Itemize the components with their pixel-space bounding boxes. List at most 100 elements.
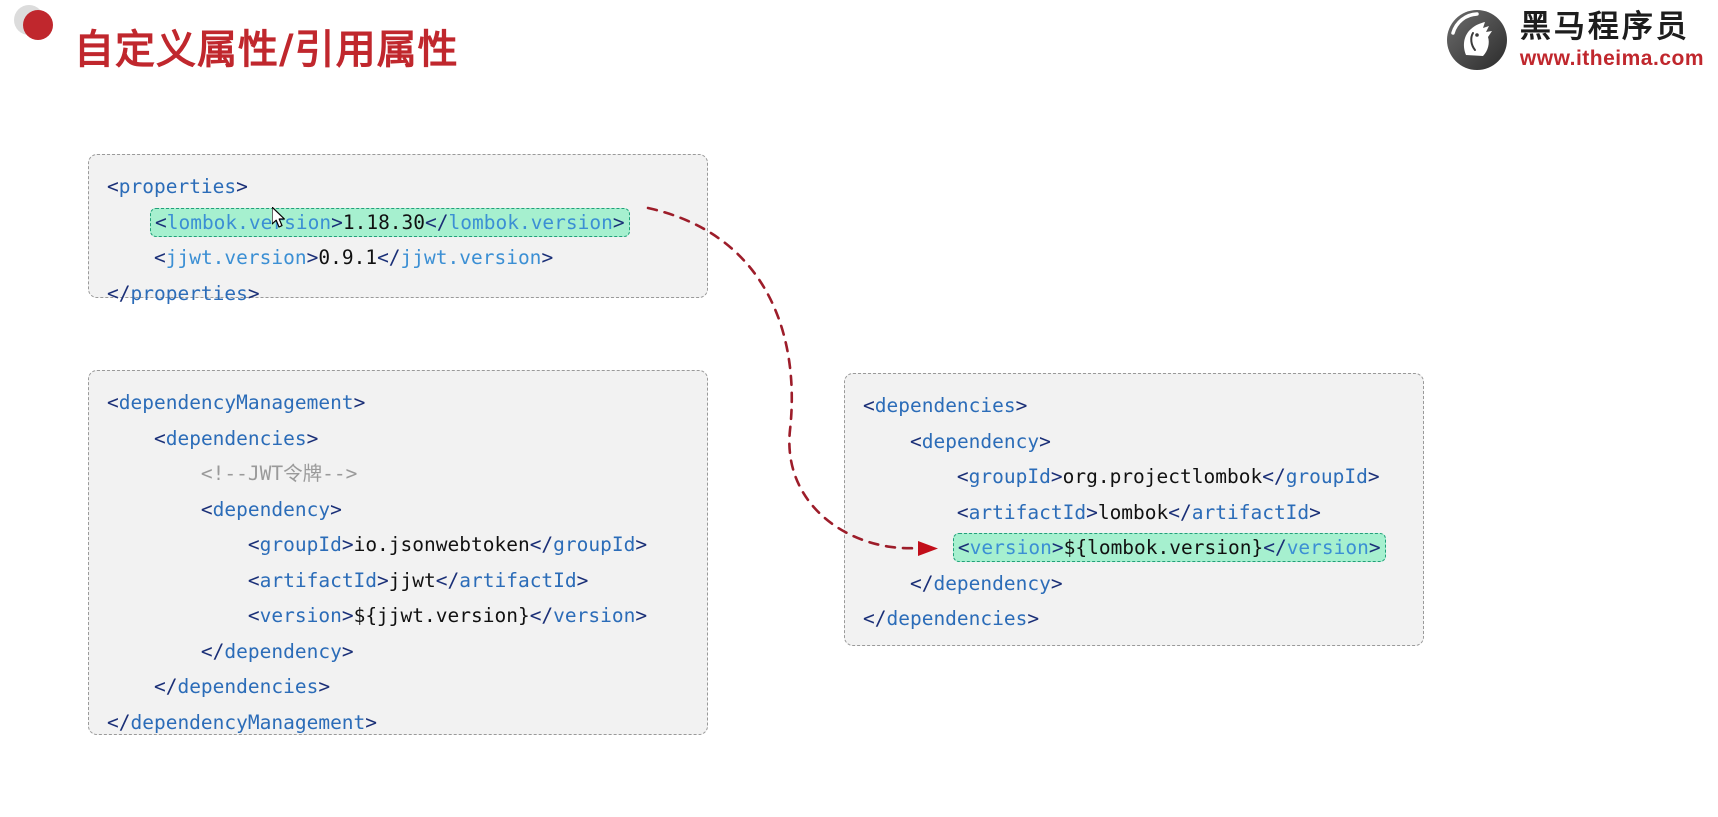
code-span: </dependencies> xyxy=(154,675,330,698)
code-token-br: > xyxy=(377,568,389,592)
code-span: <dependencies> xyxy=(154,427,318,450)
code-token-br: < xyxy=(107,391,119,414)
code-token-br: > xyxy=(365,710,378,734)
code-panel-dependencies[interactable]: <dependencies> <dependency> <groupId>org… xyxy=(844,373,1424,646)
code-span: <version>${jjwt.version}</version> xyxy=(248,604,647,627)
code-token-tagname: dependencies xyxy=(874,394,1016,417)
code-line: <artifactId>jjwt</artifactId> xyxy=(107,563,689,599)
horse-head-circle-icon xyxy=(1444,7,1510,73)
code-token-br: > xyxy=(306,246,319,269)
brand-logo: 黑马程序员 www.itheima.com xyxy=(1444,7,1704,73)
code-token-tagname: dependencyManagement xyxy=(130,710,366,734)
code-span: </dependencyManagement> xyxy=(107,711,377,734)
code-token-br: </ xyxy=(107,281,131,305)
code-line: </dependency> xyxy=(107,634,689,670)
mouse-pointer-icon xyxy=(271,206,288,231)
code-token-br: > xyxy=(331,210,343,234)
code-token-tagname-light: jjwt.version xyxy=(165,246,307,269)
code-span: </dependency> xyxy=(201,640,354,663)
brand-url: www.itheima.com xyxy=(1519,46,1704,70)
code-token-br: > xyxy=(1039,429,1051,453)
code-token-br: </ xyxy=(529,604,554,627)
code-token-br: </ xyxy=(529,533,554,556)
code-token-br: > xyxy=(1368,536,1381,559)
code-token-br: < xyxy=(956,465,969,488)
code-token-tagname: version xyxy=(259,604,342,627)
code-token-tagname: groupId xyxy=(553,533,636,556)
code-token-val: 0.9.1 xyxy=(318,246,378,269)
code-span: <properties> xyxy=(107,175,248,198)
code-line: </dependency> xyxy=(863,566,1405,602)
code-span: <dependency> xyxy=(201,498,342,521)
code-panel-dependency-management[interactable]: <dependencyManagement> <dependencies> <!… xyxy=(88,370,708,735)
code-line: <properties> xyxy=(107,169,689,205)
code-token-br: < xyxy=(154,210,167,234)
code-token-br: </ xyxy=(153,675,178,698)
code-token-br: > xyxy=(1051,536,1064,559)
code-token-tagname: version xyxy=(553,604,636,627)
code-token-br: > xyxy=(612,210,625,234)
code-line: <!--JWT令牌--> xyxy=(107,456,689,492)
code-token-br: > xyxy=(1050,465,1063,488)
code-span: </dependencies> xyxy=(863,607,1039,630)
code-token-tagname: groupId xyxy=(968,465,1051,488)
code-token-tagname: dependency xyxy=(933,571,1051,595)
code-token-br: < xyxy=(153,246,166,269)
code-token-br: > xyxy=(1367,465,1380,488)
code-token-val: ${jjwt.version} xyxy=(353,604,530,627)
code-token-tagname: artifactId xyxy=(459,568,577,592)
code-token-br: </ xyxy=(200,639,225,663)
code-line: </dependencies> xyxy=(863,601,1405,637)
code-token-br: > xyxy=(306,426,319,450)
code-span: <dependencies> xyxy=(863,394,1027,417)
code-line: <dependency> xyxy=(107,492,689,528)
code-token-br: </ xyxy=(377,246,401,269)
code-line: </dependencyManagement> xyxy=(107,705,689,741)
code-token-br: < xyxy=(247,568,260,592)
code-token-tagname: dependencies xyxy=(165,426,307,450)
code-token-tagname-light: jjwt.version xyxy=(400,246,542,269)
code-token-tagname: dependencies xyxy=(886,607,1028,630)
highlighted-code-span[interactable]: <lombok.version>1.18.30</lombok.version> xyxy=(149,207,630,237)
code-line: <groupId>io.jsonwebtoken</groupId> xyxy=(107,527,689,563)
code-token-br: < xyxy=(247,533,260,556)
code-line: </dependencies> xyxy=(107,669,689,705)
code-token-br: > xyxy=(576,568,589,592)
code-token-tagname: properties xyxy=(130,281,248,305)
code-token-tagname: artifactId xyxy=(259,568,378,592)
code-token-tagname-light: lombok.version xyxy=(448,210,613,234)
code-token-br: < xyxy=(153,426,166,450)
code-token-tagname: artifactId xyxy=(1191,500,1310,524)
code-span: <dependency> xyxy=(910,430,1051,453)
code-token-br: </ xyxy=(1263,536,1287,559)
code-token-br: > xyxy=(1015,394,1028,417)
code-token-tagname-light: lombok.version xyxy=(166,210,332,234)
brand-name-cn: 黑马程序员 xyxy=(1519,8,1690,45)
code-token-br: < xyxy=(107,175,119,198)
code-span: <jjwt.version>0.9.1</jjwt.version> xyxy=(154,246,553,269)
code-line: <dependencies> xyxy=(107,421,689,457)
code-line: <lombok.version>1.18.30</lombok.version> xyxy=(107,205,689,241)
code-token-br: > xyxy=(1309,500,1321,524)
page-title: 自定义属性/引用属性 xyxy=(74,27,459,73)
code-token-tagname-light: version xyxy=(1286,536,1369,559)
code-token-val: org.projectlombok xyxy=(1062,465,1263,488)
code-span: <groupId>io.jsonwebtoken</groupId> xyxy=(248,533,647,556)
code-token-tagname: dependencyManagement xyxy=(118,391,354,414)
code-token-br: > xyxy=(1027,607,1040,630)
code-panel-properties[interactable]: <properties> <lombok.version>1.18.30</lo… xyxy=(88,154,708,305)
code-span: <!--JWT令牌--> xyxy=(201,462,357,485)
code-token-val: 1.18.30 xyxy=(342,210,426,234)
code-token-val: jjwt xyxy=(388,568,436,592)
highlighted-code-span[interactable]: <version>${lombok.version}</version> xyxy=(952,533,1386,562)
code-token-br: < xyxy=(909,429,922,453)
code-token-br: > xyxy=(541,246,554,269)
code-line: <dependencies> xyxy=(863,388,1405,424)
code-line: <jjwt.version>0.9.1</jjwt.version> xyxy=(107,240,689,276)
header-bar: 自定义属性/引用属性 黑马程序员 www.itheima.com xyxy=(0,0,1718,95)
code-token-br: > xyxy=(341,533,354,556)
decorative-dot-red xyxy=(23,10,53,40)
code-token-br: > xyxy=(341,639,354,663)
code-token-br: > xyxy=(236,175,248,198)
code-token-br: </ xyxy=(107,710,131,734)
